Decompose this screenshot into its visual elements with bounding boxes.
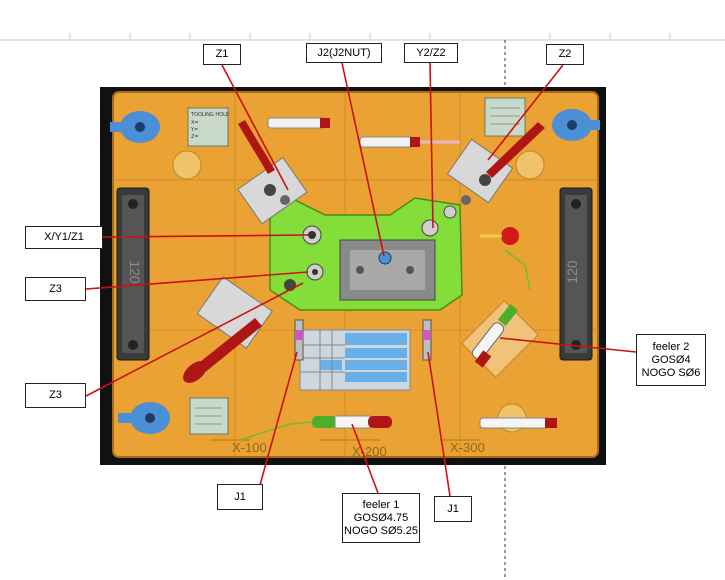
- callout-feeler2-line3: NOGO SØ6: [641, 366, 701, 379]
- toggle-clamp-z3: [183, 276, 296, 383]
- callout-j2: J2(J2NUT): [306, 43, 382, 63]
- leader-z2: [487, 64, 564, 161]
- feeler-1-gauge: [239, 415, 392, 441]
- j1-pin-left: [294, 319, 304, 361]
- callout-j1-right: J1: [434, 496, 472, 522]
- callout-xy1z1: X/Y1/Z1: [25, 226, 103, 249]
- callout-z2-text: Z2: [558, 48, 572, 60]
- callout-j1-right-text: J1: [447, 502, 459, 515]
- leader-feeler2: [499, 337, 637, 353]
- callout-feeler2: feeler 2 GOSØ4 NOGO SØ6: [636, 334, 706, 386]
- tooling-pin-top-left: [110, 111, 202, 180]
- leader-feeler1: [351, 423, 379, 494]
- callout-z3-lower: Z3: [25, 383, 86, 408]
- callout-j2-text: J2(J2NUT): [317, 46, 371, 59]
- tooling-pin-top-right: [515, 109, 600, 180]
- callout-feeler1-line1: feeler 1: [362, 498, 400, 511]
- gauge-rod-bottom-right: [479, 417, 557, 429]
- info-table: [299, 329, 411, 391]
- feeler-2-housing: [461, 300, 539, 378]
- callout-y2z2: Y2/Z2: [404, 43, 458, 63]
- leader-z3-lower: [85, 282, 304, 397]
- leader-z3-upper: [85, 271, 309, 290]
- callout-y2z2-text: Y2/Z2: [416, 46, 446, 59]
- callout-xy1z1-text: X/Y1/Z1: [44, 231, 84, 243]
- right-rail-label: 120: [564, 260, 580, 284]
- tooling-row-y: Y=: [190, 127, 198, 133]
- leader-y2z2: [429, 62, 434, 229]
- callout-z3-upper-text: Z3: [49, 282, 62, 295]
- left-rail: 120: [116, 187, 150, 361]
- callout-feeler2-line1: feeler 2: [652, 340, 690, 353]
- tooling-row-x: X=: [191, 120, 199, 126]
- callout-feeler1: feeler 1 GOSØ4.75 NOGO SØ5.25: [342, 493, 420, 543]
- callout-j1-left-text: J1: [234, 490, 246, 503]
- leader-j1-right: [427, 351, 451, 497]
- tooling-hole-plate-top-right: [484, 97, 526, 137]
- gauge-rod-top: [267, 117, 460, 148]
- x-mark-100: X-100: [232, 440, 267, 455]
- callout-z3-lower-text: Z3: [49, 389, 62, 401]
- j2-nut: [378, 251, 392, 265]
- toggle-clamp-z1: [237, 120, 308, 225]
- leader-lines: [85, 62, 637, 497]
- callout-feeler2-line2: GOSØ4: [651, 353, 691, 366]
- x-mark-300: X-300: [450, 440, 485, 455]
- leader-z1: [221, 64, 289, 191]
- callout-z1-text: Z1: [215, 48, 229, 60]
- callout-feeler1-line2: GOSØ4.75: [353, 511, 409, 524]
- leader-xy1z1: [102, 234, 309, 238]
- callout-z2: Z2: [546, 44, 584, 65]
- j1-pin-right: [422, 319, 432, 361]
- x-mark-200: X-200: [352, 444, 387, 459]
- tooling-pin-bottom-left: [118, 402, 170, 434]
- leader-j1-left: [259, 351, 298, 486]
- red-knob: [501, 227, 519, 245]
- left-rail-label: 120: [127, 260, 143, 284]
- tooling-hole-label: TOOLING HOLE: [190, 112, 229, 118]
- callout-z3-upper: Z3: [25, 277, 86, 301]
- clamp-y2-z2: [421, 205, 457, 237]
- callout-z1: Z1: [203, 44, 241, 65]
- callout-j1-left: J1: [217, 484, 263, 510]
- tooling-row-z: Z=: [191, 134, 199, 140]
- right-rail: 120: [559, 187, 593, 361]
- tooling-hole-plate-top-left: TOOLING HOLE X= Y= Z=: [187, 107, 229, 147]
- leader-j2: [341, 62, 385, 257]
- x-position-marks: X-100 X-200 X-300: [210, 439, 485, 459]
- tooling-hole-plate-bottom-left: [189, 397, 229, 435]
- callout-feeler1-line3: NOGO SØ5.25: [344, 524, 418, 537]
